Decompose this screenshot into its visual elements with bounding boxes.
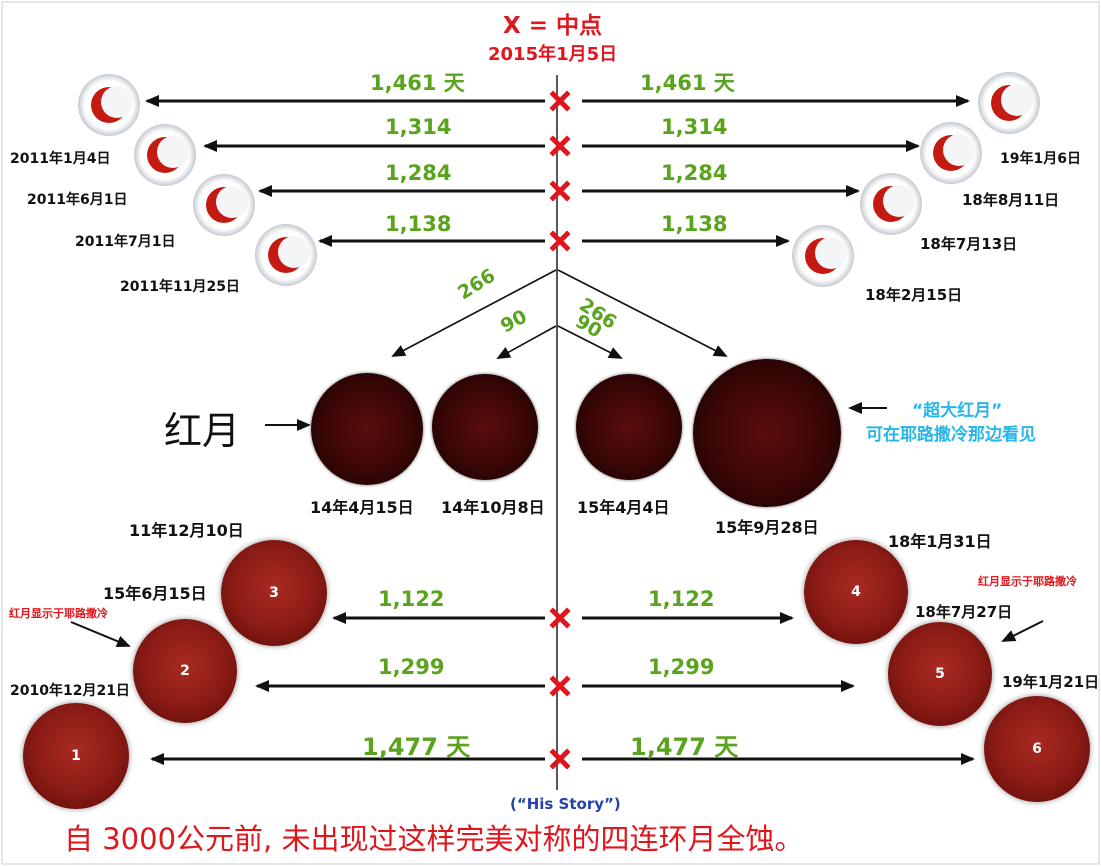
arrow-266-left — [391, 269, 557, 357]
crescent-moon-icon — [873, 185, 915, 222]
date-19-01-06: 19年1月6日 — [1000, 151, 1081, 167]
interval-1122-right: 1,122 — [648, 587, 715, 611]
supermoon-note: 可在耶路撒冷那边看见 — [866, 425, 1036, 445]
tetrad-date-2: 14年10月8日 — [441, 498, 545, 517]
tetrad-moon-2 — [432, 374, 538, 480]
interval-1284-left: 1,284 — [385, 161, 452, 185]
date-18-07-13: 18年7月13日 — [920, 235, 1018, 253]
tetrad-moon-3 — [576, 374, 682, 480]
interval-1314-left: 1,314 — [385, 115, 452, 139]
crescent-moon-icon — [268, 236, 310, 273]
interval-1461-right: 1,461 天 — [640, 71, 735, 95]
interval-90-left: 90 — [497, 306, 531, 338]
x-marker-1 — [549, 90, 571, 112]
date-2010-12-21: 2010年12月21日 — [10, 683, 130, 699]
moon-number-1: 1 — [71, 748, 81, 764]
interval-1284-right: 1,284 — [661, 161, 728, 185]
date-2011-11-25: 2011年11月25日 — [120, 279, 240, 295]
midpoint-markers — [549, 90, 571, 770]
interval-1138-right: 1,138 — [661, 212, 728, 236]
midpoint-date: 2015年1月5日 — [488, 44, 618, 65]
bottom-moon-3: 3 — [221, 540, 327, 646]
interval-1477-right: 1,477 天 — [630, 733, 739, 761]
moon-number-6: 6 — [1032, 741, 1042, 757]
crescent-moon-left-2 — [134, 124, 196, 186]
crescent-moon-icon — [805, 237, 847, 274]
red-moon-label: 红月 — [164, 409, 241, 453]
x-marker-7 — [549, 748, 571, 770]
side-pointer-arrows — [70, 402, 1044, 647]
crescent-moon-right-4 — [792, 225, 854, 287]
crescent-moon-icon — [91, 86, 133, 123]
tetrad-moon-1 — [311, 373, 423, 485]
crescent-moon-icon — [147, 136, 189, 173]
date-18-08-11: 18年8月11日 — [962, 191, 1060, 209]
x-marker-4 — [549, 230, 571, 252]
date-2011-06-01: 2011年6月1日 — [27, 192, 128, 208]
arrow-jerusalem-left — [70, 621, 131, 647]
crescent-moon-right-3 — [860, 173, 922, 235]
bottom-moon-2: 2 — [133, 619, 237, 723]
date-15-06-15: 15年6月15日 — [103, 584, 207, 603]
crescent-moon-right-2 — [920, 122, 982, 184]
arrow-90-right — [557, 325, 623, 359]
interval-1138-left: 1,138 — [385, 212, 452, 236]
date-18-02-15: 18年2月15日 — [865, 286, 963, 304]
arrow-jerusalem-right — [1001, 620, 1044, 642]
bottom-moon-4: 4 — [804, 540, 908, 644]
moon-number-5: 5 — [935, 666, 945, 682]
crescent-moon-right-1 — [978, 72, 1040, 134]
tetrad-date-4: 15年9月28日 — [715, 518, 819, 537]
footer-caption: 自 3000公元前, 未出现过这样完美对称的四连环月全蚀。 — [64, 822, 804, 856]
interval-266-left: 266 — [454, 265, 499, 305]
date-18-07-27: 18年7月27日 — [915, 603, 1013, 621]
date-2011-01-04: 2011年1月4日 — [10, 151, 111, 167]
supermoon-title: “超大红月” — [912, 401, 1003, 421]
tetrad-date-1: 14年4月15日 — [310, 498, 414, 517]
date-2011-07-01: 2011年7月1日 — [75, 234, 176, 250]
date-11-12-10: 11年12月10日 — [129, 521, 244, 540]
bottom-moon-1: 1 — [23, 703, 129, 809]
crescent-moon-icon — [933, 134, 975, 171]
tetrad-branch-arrows — [391, 269, 728, 359]
crescent-moon-icon — [206, 186, 248, 223]
bottom-moon-6: 6 — [984, 696, 1090, 802]
interval-1314-right: 1,314 — [661, 115, 728, 139]
date-19-01-21: 19年1月21日 — [1002, 673, 1100, 691]
interval-1299-left: 1,299 — [378, 655, 445, 679]
midpoint-label: X = 中点 — [503, 13, 603, 39]
bottom-interval-arrows — [150, 612, 975, 765]
crescent-moon-left-3 — [193, 174, 255, 236]
interval-1299-right: 1,299 — [648, 655, 715, 679]
interval-1122-left: 1,122 — [378, 587, 445, 611]
interval-1461-left: 1,461 天 — [370, 71, 465, 95]
x-marker-3 — [549, 180, 571, 202]
moon-number-3: 3 — [269, 585, 279, 601]
his-story-label: (“His Story”) — [510, 795, 621, 813]
arrow-266-right — [557, 269, 728, 357]
x-marker-2 — [549, 135, 571, 157]
crescent-moon-icon — [991, 84, 1033, 121]
x-marker-6 — [549, 675, 571, 697]
interval-1477-left: 1,477 天 — [362, 733, 471, 761]
tetrad-date-3: 15年4月4日 — [577, 498, 670, 517]
moon-number-2: 2 — [180, 663, 190, 679]
moon-number-4: 4 — [851, 584, 861, 600]
top-interval-arrows — [145, 95, 970, 247]
date-18-01-31: 18年1月31日 — [888, 532, 992, 551]
tetrad-moon-4-supermoon — [693, 359, 841, 507]
x-marker-5 — [549, 607, 571, 629]
jerusalem-note-left: 红月显示于耶路撒冷 — [9, 607, 108, 620]
jerusalem-note-right: 红月显示于耶路撒冷 — [978, 575, 1077, 588]
arrow-90-left — [496, 325, 557, 359]
bottom-moon-5: 5 — [888, 622, 992, 726]
crescent-moon-left-4 — [255, 224, 317, 286]
crescent-moon-left-1 — [78, 74, 140, 136]
